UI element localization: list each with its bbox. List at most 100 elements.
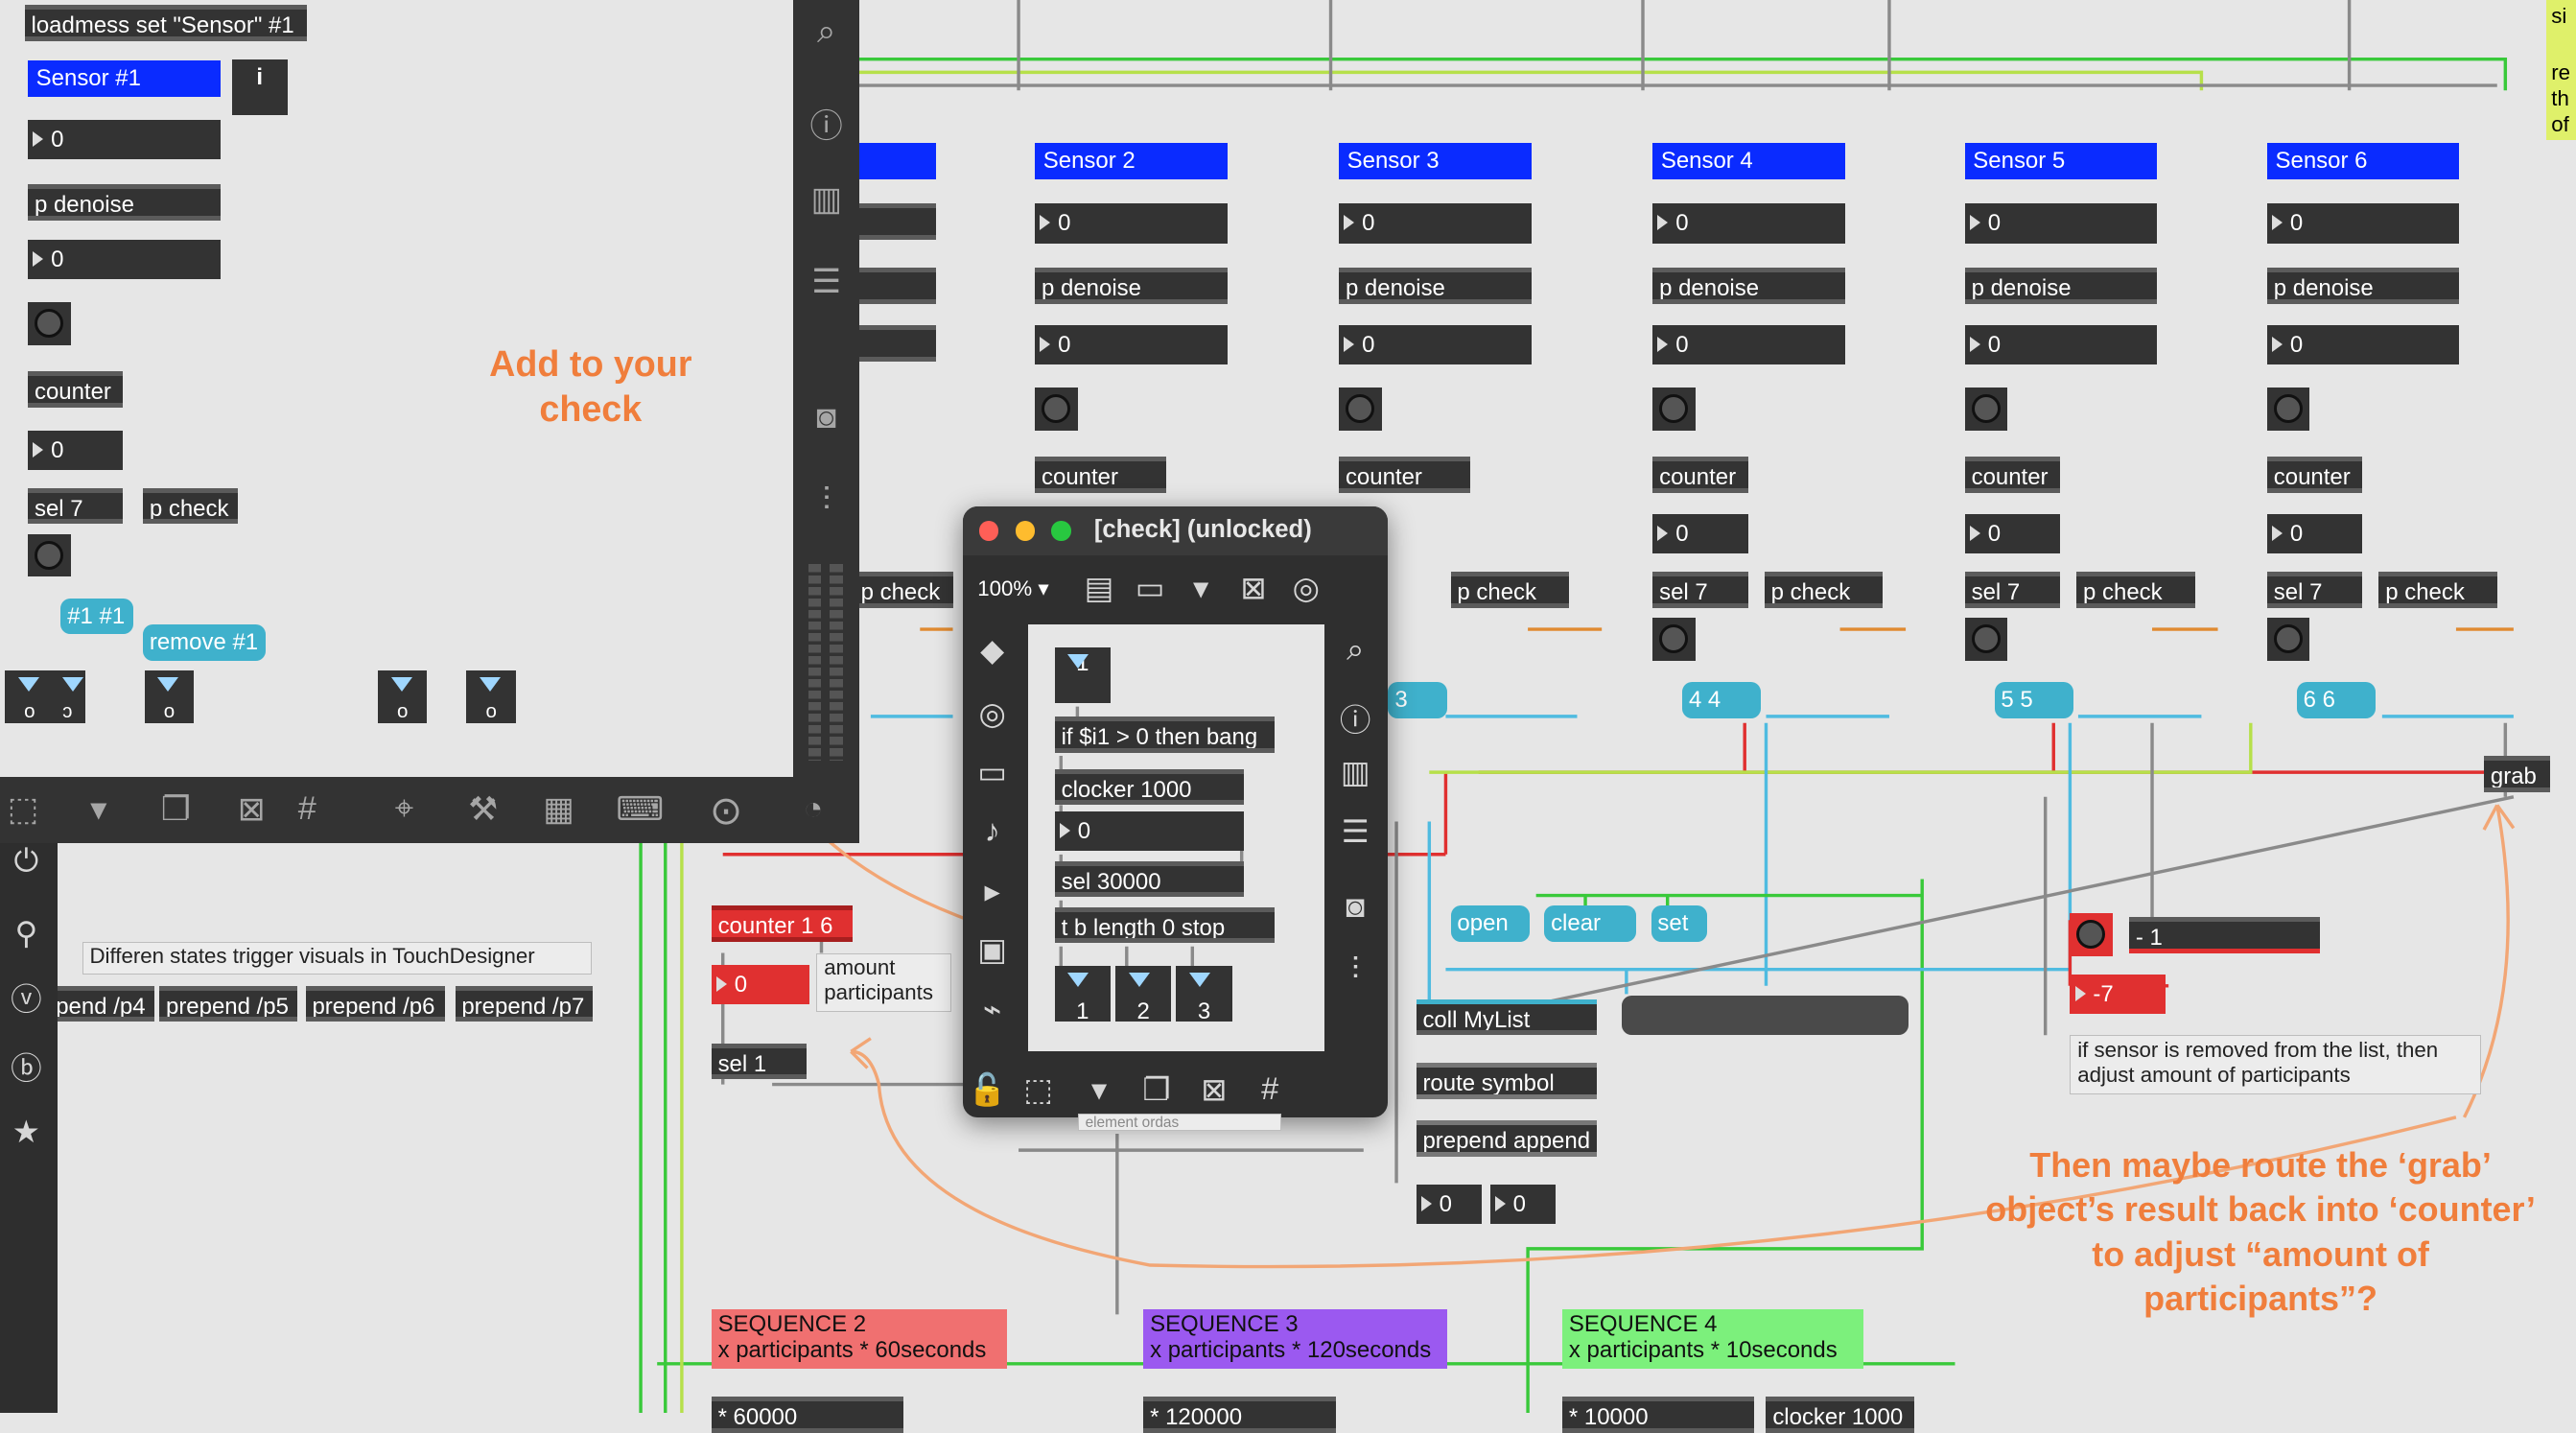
list-icon[interactable]: ☰: [811, 264, 841, 301]
sensor-label-1[interactable]: Sensor #1: [28, 60, 221, 98]
image-icon[interactable]: ▣: [977, 932, 1008, 968]
multiply-object-partial[interactable]: * 120000: [1143, 1397, 1336, 1433]
prepend-p7-object[interactable]: prepend /p7: [455, 985, 594, 1022]
number-box[interactable]: 0: [1489, 1185, 1557, 1225]
clocker-object-partial[interactable]: clocker 1000: [1766, 1397, 1914, 1433]
outlet[interactable]: 2: [1115, 966, 1172, 1024]
bang-button[interactable]: [2266, 388, 2310, 431]
number-box[interactable]: 0: [1416, 1185, 1483, 1225]
circle-icon[interactable]: ◎: [978, 695, 1006, 731]
camera-icon[interactable]: ◙: [816, 399, 836, 436]
info-button[interactable]: i: [231, 59, 288, 115]
star-icon[interactable]: ★: [12, 1115, 40, 1150]
p-denoise-object[interactable]: p denoise: [1964, 268, 2158, 304]
number-box-partial[interactable]: [854, 203, 937, 241]
book-icon[interactable]: ▥: [810, 181, 842, 219]
open-message[interactable]: open: [1450, 904, 1530, 942]
p-denoise-object[interactable]: p denoise: [1339, 268, 1532, 304]
sel-7-object[interactable]: sel 7: [1964, 572, 2061, 608]
minus-1-object[interactable]: - 1: [2129, 916, 2320, 953]
cube-icon[interactable]: ◆: [980, 633, 1005, 669]
message-icon[interactable]: ▭: [1135, 571, 1165, 606]
multiply-object-partial[interactable]: * 10000: [1562, 1397, 1755, 1433]
p-check-object[interactable]: p check: [143, 487, 239, 525]
clear-message[interactable]: clear: [1544, 904, 1637, 942]
grid-icon[interactable]: #: [297, 789, 316, 827]
number-box[interactable]: 0: [1054, 811, 1244, 852]
sel-7-object[interactable]: sel 7: [1652, 572, 1748, 608]
counter-object[interactable]: counter: [1964, 457, 2061, 493]
number-box[interactable]: 0: [1339, 325, 1532, 365]
zoom-window-button[interactable]: [1051, 521, 1071, 541]
zoom-dropdown[interactable]: 100% ▾: [977, 576, 1049, 601]
hide-icon[interactable]: ⊠: [1201, 1071, 1228, 1107]
participants-number-box[interactable]: 0: [711, 964, 810, 1004]
trigger-object[interactable]: t b length 0 stop: [1054, 906, 1276, 944]
remove-message[interactable]: remove #1: [143, 623, 267, 661]
p-check-object[interactable]: p check: [1764, 572, 1884, 608]
search-icon[interactable]: ⌕: [1347, 632, 1365, 668]
negative-count-box[interactable]: -7: [2070, 974, 2166, 1014]
mixer-icon[interactable]: ⫶: [1351, 951, 1360, 986]
close-window-button[interactable]: [978, 521, 999, 541]
sel-30000-object[interactable]: sel 30000: [1054, 860, 1244, 898]
sel-7-object[interactable]: sel 7: [2266, 572, 2363, 608]
grab-object[interactable]: grab: [2484, 755, 2550, 792]
p-check-object[interactable]: p check: [1450, 572, 1569, 608]
number-box[interactable]: 0: [1964, 514, 2061, 554]
outlet[interactable]: o: [377, 670, 428, 723]
list-icon[interactable]: ☰: [1341, 813, 1370, 849]
piano-icon[interactable]: ▦: [543, 790, 574, 828]
number-box[interactable]: 0: [28, 430, 124, 470]
sensor-label-2[interactable]: Sensor 2: [1035, 143, 1228, 179]
prepend-p6-object[interactable]: prepend /p6: [305, 985, 446, 1022]
number-box[interactable]: 0: [1652, 325, 1845, 365]
p-denoise-object[interactable]: p denoise: [28, 183, 221, 221]
search-icon[interactable]: ⌕: [817, 12, 836, 50]
number-box[interactable]: 0: [1652, 514, 1748, 554]
bang-button[interactable]: [1964, 618, 2008, 661]
panel-icon[interactable]: ▤: [1084, 571, 1114, 606]
bang-button[interactable]: [28, 302, 71, 345]
presentation-icon[interactable]: ▾: [1090, 1071, 1108, 1107]
windows-icon[interactable]: ❐: [160, 790, 191, 828]
partial-icon[interactable]: ◔: [803, 789, 824, 827]
set-message[interactable]: set: [1651, 904, 1707, 942]
grid-icon[interactable]: #: [1261, 1070, 1279, 1106]
outlet[interactable]: 3: [1176, 966, 1232, 1024]
pair-message[interactable]: 3: [1388, 681, 1448, 718]
outlet[interactable]: o: [144, 670, 195, 723]
number-box[interactable]: 0: [1964, 203, 2158, 244]
clocker-object[interactable]: clocker 1000: [1054, 768, 1244, 806]
counter-object[interactable]: counter: [2266, 457, 2363, 493]
select-cursor-icon[interactable]: ⬚: [7, 790, 39, 828]
paperclip-icon[interactable]: ⌁: [982, 991, 1002, 1026]
select-cursor-icon[interactable]: ⬚: [1023, 1071, 1053, 1107]
hide-icon[interactable]: ⊠: [237, 790, 266, 828]
mixer-icon[interactable]: ⫶: [822, 481, 831, 518]
message-display-box[interactable]: [1621, 996, 1909, 1036]
keyboard-icon[interactable]: ⌨: [616, 790, 664, 828]
sensor-label-4[interactable]: Sensor 4: [1652, 143, 1845, 179]
number-box[interactable]: 0: [28, 240, 221, 280]
outlet[interactable]: 1: [1054, 966, 1111, 1024]
monitor-icon[interactable]: ▭: [977, 755, 1008, 790]
book-icon[interactable]: ▥: [1340, 755, 1370, 790]
title-bar[interactable]: [check] (unlocked): [962, 505, 1389, 555]
number-box[interactable]: 0: [1339, 203, 1532, 244]
number-box-partial-2[interactable]: [854, 325, 937, 362]
pair-message[interactable]: 5 5: [1994, 681, 2073, 718]
counter-object[interactable]: counter: [1339, 457, 1471, 493]
lock-icon[interactable]: 🔓: [968, 1071, 1007, 1107]
outlet[interactable]: ɔ: [49, 670, 86, 723]
plug-icon[interactable]: ⏻: [13, 842, 39, 878]
number-box[interactable]: 0: [1035, 203, 1228, 244]
b-icon[interactable]: ⓑ: [11, 1050, 42, 1086]
bang-button[interactable]: [1652, 388, 1696, 431]
coll-mylist-object[interactable]: coll MyList: [1416, 998, 1598, 1036]
number-box[interactable]: 0: [2266, 514, 2363, 554]
sel-1-object[interactable]: sel 1: [711, 1043, 808, 1080]
sel-7-object[interactable]: sel 7: [28, 487, 124, 525]
bang-button-red[interactable]: [2070, 913, 2113, 956]
pair-message[interactable]: 6 6: [2296, 681, 2376, 718]
